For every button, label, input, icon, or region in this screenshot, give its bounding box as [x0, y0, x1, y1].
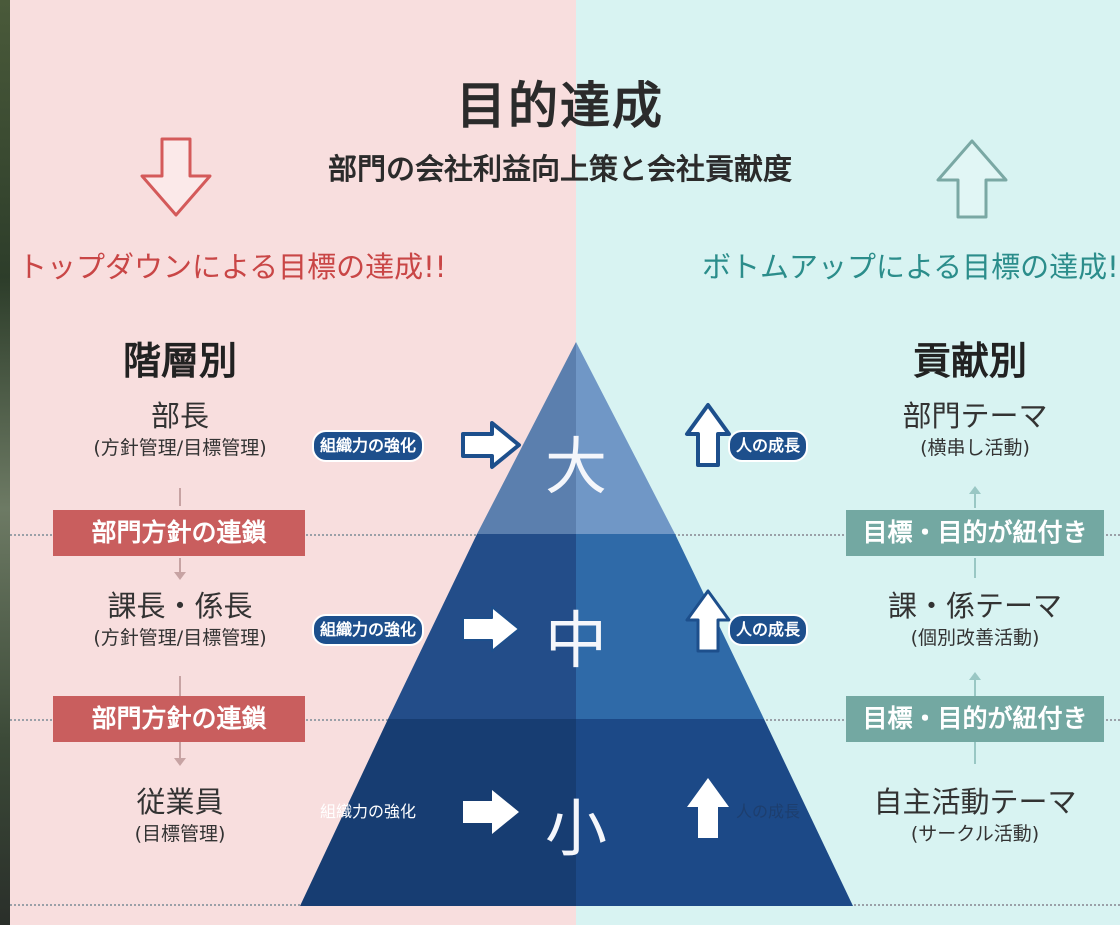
growth-label: 人の成長 — [736, 802, 801, 821]
role-name: 課長・係長 — [107, 589, 253, 623]
theme-voluntary: 自主活動テーマ (サークル活動) — [855, 784, 1095, 848]
photo-edge-strip — [0, 0, 10, 925]
right-arrow-icon — [462, 606, 520, 652]
goal-link-box: 目標・目的が紐付き — [846, 696, 1104, 742]
theme-name: 課・係テーマ — [887, 589, 1062, 623]
connector-line — [179, 558, 181, 572]
connector-line — [974, 680, 976, 696]
theme-activity: (横串し活動) — [920, 437, 1030, 459]
role-management-type: (目標管理) — [134, 823, 226, 845]
connector-arrowhead — [969, 672, 981, 680]
pyramid-middle-right — [576, 534, 764, 719]
page-title: 目的達成 — [456, 77, 664, 135]
level-medium: 中 — [544, 604, 607, 677]
role-employee: 従業員 (目標管理) — [60, 784, 300, 848]
policy-chain-box: 部門方針の連鎖 — [53, 696, 305, 742]
page-subtitle: 部門の会社利益向上策と会社貢献度 — [327, 152, 792, 186]
role-section-chief: 課長・係長 (方針管理/目標管理) — [60, 588, 300, 652]
strength-label: 組織力の強化 — [312, 614, 425, 646]
level-small: 小 — [544, 792, 607, 865]
level-large: 大 — [544, 430, 607, 503]
bottom-up-heading: ボトムアップによる目標の達成!! — [702, 250, 1120, 284]
role-management-type: (方針管理/目標管理) — [93, 627, 267, 649]
growth-label: 人の成長 — [728, 430, 809, 462]
connector-arrowhead — [969, 486, 981, 494]
role-management-type: (方針管理/目標管理) — [93, 437, 267, 459]
connector-line — [179, 742, 181, 758]
theme-activity: (個別改善活動) — [910, 627, 1040, 649]
role-name: 部長 — [150, 399, 209, 433]
connector-line — [179, 676, 181, 696]
policy-chain-box: 部門方針の連鎖 — [53, 510, 305, 556]
top-down-heading: トップダウンによる目標の達成!! — [18, 250, 447, 284]
up-arrow-icon — [685, 589, 731, 653]
pyramid-top-left — [477, 342, 576, 534]
connector-line — [974, 494, 976, 508]
goal-link-box: 目標・目的が紐付き — [846, 510, 1104, 556]
theme-section: 課・係テーマ (個別改善活動) — [855, 588, 1095, 652]
up-arrow-icon — [685, 403, 731, 467]
down-arrow-icon — [140, 137, 212, 217]
theme-name: 部門テーマ — [902, 399, 1048, 433]
pyramid-bottom-left — [300, 719, 576, 906]
connector-line — [974, 558, 976, 578]
role-manager: 部長 (方針管理/目標管理) — [60, 398, 300, 462]
up-arrow-icon — [936, 139, 1008, 219]
right-arrow-icon — [463, 790, 519, 834]
up-arrow-icon — [687, 778, 729, 838]
growth-label: 人の成長 — [728, 614, 809, 646]
role-name: 従業員 — [136, 785, 224, 819]
strength-label: 組織力の強化 — [320, 802, 417, 821]
connector-arrowhead — [174, 758, 186, 766]
right-arrow-icon — [461, 421, 521, 469]
theme-name: 自主活動テーマ — [873, 785, 1077, 819]
theme-department: 部門テーマ (横串し活動) — [855, 398, 1095, 462]
connector-line — [179, 488, 181, 506]
connector-line — [974, 742, 976, 764]
connector-arrowhead — [174, 572, 186, 580]
theme-activity: (サークル活動) — [910, 823, 1040, 845]
contribution-column-title: 貢献別 — [912, 339, 1027, 383]
strength-label: 組織力の強化 — [312, 430, 425, 462]
pyramid-top-right — [576, 342, 675, 534]
hierarchy-column-title: 階層別 — [122, 339, 237, 383]
